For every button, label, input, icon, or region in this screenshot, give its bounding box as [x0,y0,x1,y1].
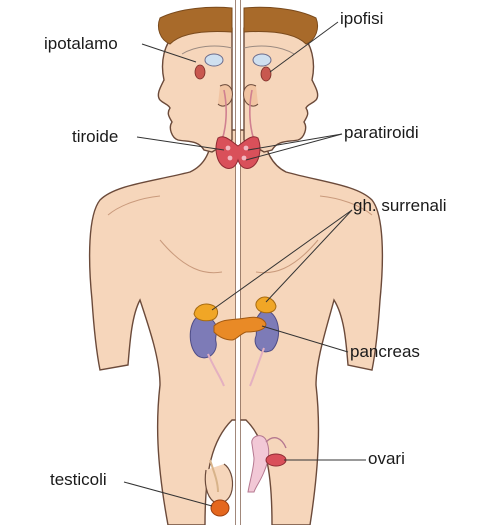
eye-right [252,53,272,67]
leader-testicoli [123,481,213,507]
parathyroid-2 [227,155,233,161]
thyroid-gland [215,136,261,169]
fallopian-tube [265,437,287,449]
leader-surrenali-2 [265,209,353,303]
hypothalamus-gland [194,64,206,80]
ovary [265,453,287,467]
leader-paratiroidi-2 [245,133,343,161]
leader-ipotalamo [141,43,197,63]
uterus [247,435,270,493]
ureter-right [249,347,265,387]
chest-line-right [255,239,319,274]
parathyroid-4 [241,155,247,161]
label-pancreas: pancreas [350,342,420,361]
leader-tiroide [136,136,225,151]
kidney-left [189,315,218,359]
ureter-left [207,353,225,387]
spermatic-cord [209,459,219,493]
testis [210,499,230,517]
adrenal-right [255,296,277,314]
pituitary-gland [260,66,272,82]
brain-outline-left [181,45,233,55]
shoulder-shade-right [319,195,373,216]
parathyroid-3 [243,145,249,151]
label-paratiroidi: paratiroidi [344,123,419,142]
pancreas-gland [213,316,267,341]
leader-pancreas [261,325,349,353]
midline-divider [236,0,240,525]
scrotum [204,463,234,504]
leader-paratiroidi-1 [247,133,343,151]
hair-right [243,6,319,45]
shoulder-shade-left [107,195,161,216]
label-ipofisi: ipofisi [340,9,384,28]
leader-ipofisi [269,21,339,73]
leader-surrenali-1 [211,209,353,311]
adrenal-left [193,303,219,322]
label-ovari: ovari [368,449,405,468]
hair-left [157,6,233,45]
label-tiroide: tiroide [72,127,119,146]
brain-outline-right [243,45,295,55]
label-surrenali: gh. surrenali [353,196,447,215]
chest-line-left [159,239,223,274]
label-ipotalamo: ipotalamo [44,34,118,53]
eye-left [204,53,224,67]
parathyroid-1 [225,145,231,151]
label-testicoli: testicoli [50,470,107,489]
